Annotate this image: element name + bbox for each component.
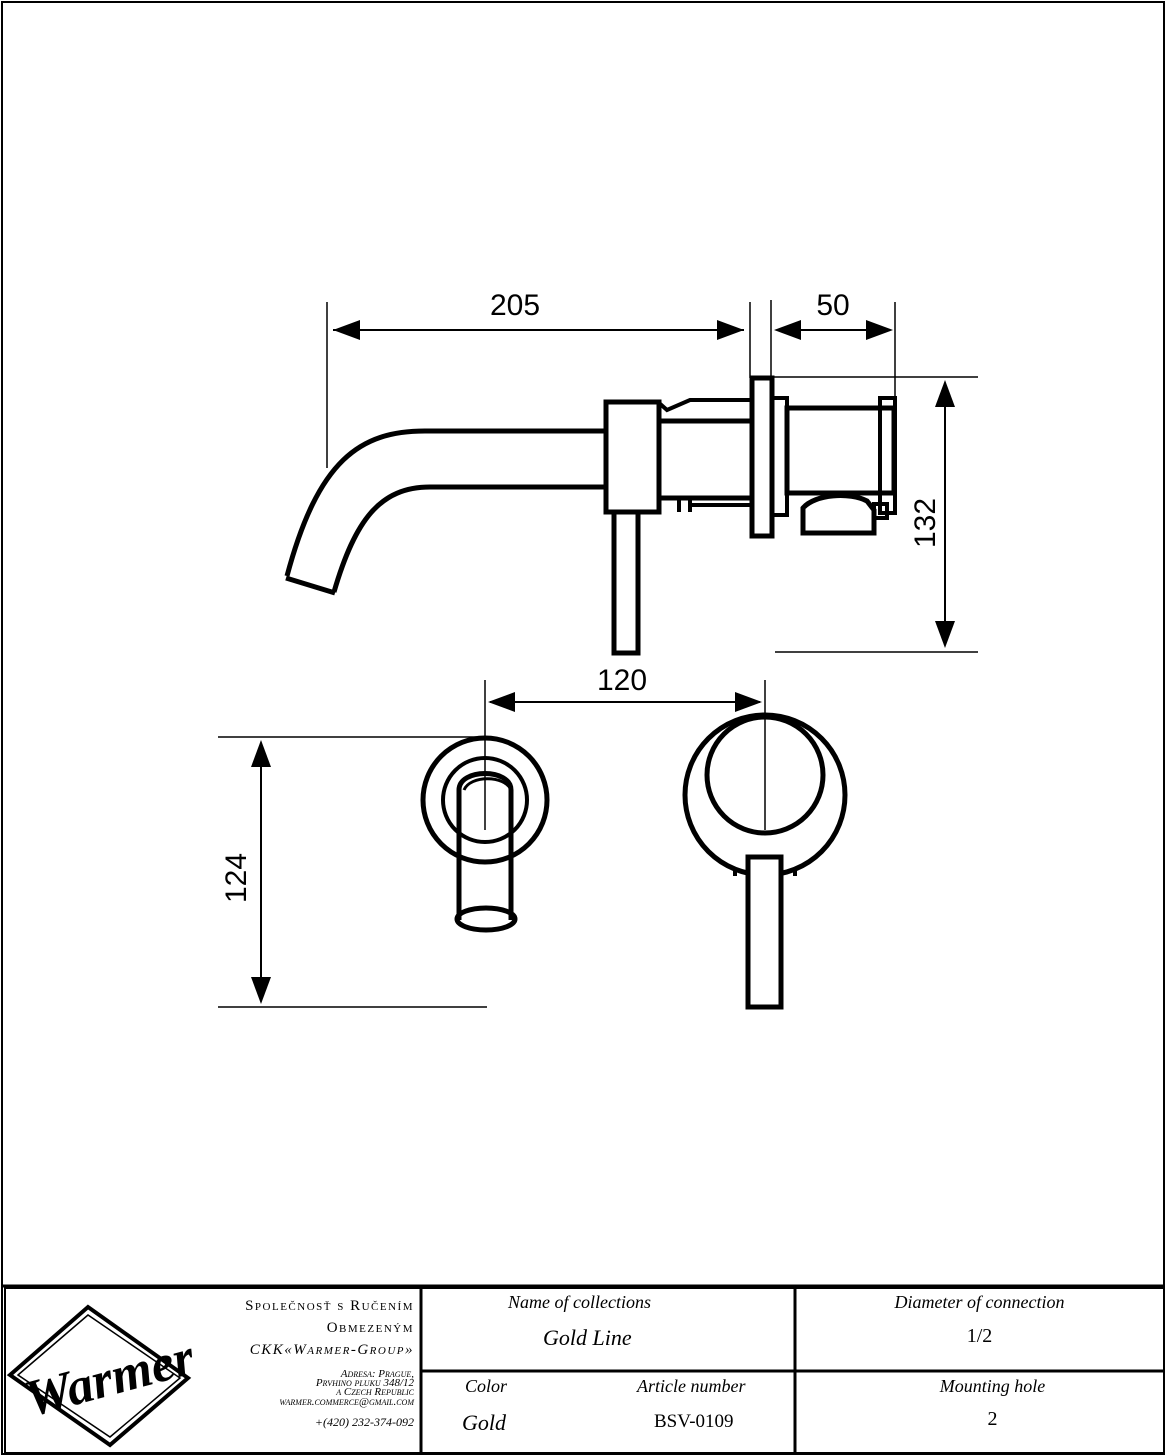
dimension-label-50: 50 bbox=[816, 289, 849, 322]
arrow-120-left bbox=[488, 692, 515, 712]
dimension-label-205: 205 bbox=[490, 289, 540, 322]
collection-label: Name of collections bbox=[508, 1292, 651, 1312]
dimension-label-120: 120 bbox=[597, 664, 647, 697]
lever-rod bbox=[611, 509, 641, 656]
side-view bbox=[284, 300, 897, 656]
mixer-body bbox=[656, 418, 755, 501]
arrow-50-left bbox=[774, 320, 801, 340]
article-value: BSV-0109 bbox=[654, 1411, 734, 1432]
company-address-line1: Adresa: Prague, bbox=[340, 1368, 414, 1380]
cartridge-body bbox=[784, 405, 897, 496]
arrow-50-right bbox=[866, 320, 893, 340]
company-phone: +(420) 232-374-092 bbox=[314, 1415, 414, 1429]
front-view bbox=[420, 680, 848, 1010]
arrow-124-top bbox=[251, 740, 271, 767]
company-email: warmer.commerce@gmail.com bbox=[279, 1396, 414, 1408]
dimension-label-132: 132 bbox=[909, 498, 942, 548]
diameter-label: Diameter of connection bbox=[894, 1292, 1065, 1312]
company-name-line3: CKK«Warmer-Group» bbox=[249, 1342, 414, 1358]
diameter-value: 1/2 bbox=[966, 1325, 993, 1347]
title-block-grid bbox=[2, 1284, 1165, 1454]
mounting-label: Mounting hole bbox=[939, 1376, 1046, 1396]
dimension-label-124: 124 bbox=[220, 853, 253, 903]
arrow-120-right bbox=[735, 692, 762, 712]
spout-tip bbox=[285, 575, 336, 596]
spout-inner-curve bbox=[331, 484, 605, 593]
spout-opening bbox=[454, 905, 518, 933]
company-address-line3: a Czech Republic bbox=[336, 1386, 414, 1398]
color-label: Color bbox=[465, 1376, 508, 1396]
arrow-205-right bbox=[717, 320, 744, 340]
company-name-line1: Společnosť s Ručením bbox=[245, 1298, 414, 1314]
arrow-205-left bbox=[333, 320, 360, 340]
spout-outer-curve bbox=[284, 428, 605, 577]
arrow-132-top bbox=[935, 380, 955, 407]
flange-ring bbox=[749, 375, 775, 539]
company-address-line2: Prvhino pluku 348/12 bbox=[315, 1377, 414, 1389]
wall-flange bbox=[603, 399, 662, 515]
company-name-line2: Obmezeným bbox=[326, 1320, 414, 1336]
arrow-124-bottom bbox=[251, 977, 271, 1004]
arrow-132-bottom bbox=[935, 621, 955, 648]
dimension-lines bbox=[218, 302, 978, 1008]
collection-value: Gold Line bbox=[543, 1325, 632, 1350]
handle-knob bbox=[800, 493, 877, 536]
color-value: Gold bbox=[462, 1410, 506, 1435]
flange-cap bbox=[656, 398, 752, 413]
warmer-logo: Warmer bbox=[6, 1304, 201, 1448]
mounting-value: 2 bbox=[987, 1408, 998, 1430]
mixer-lever bbox=[745, 854, 784, 1010]
article-label: Article number bbox=[637, 1376, 746, 1396]
